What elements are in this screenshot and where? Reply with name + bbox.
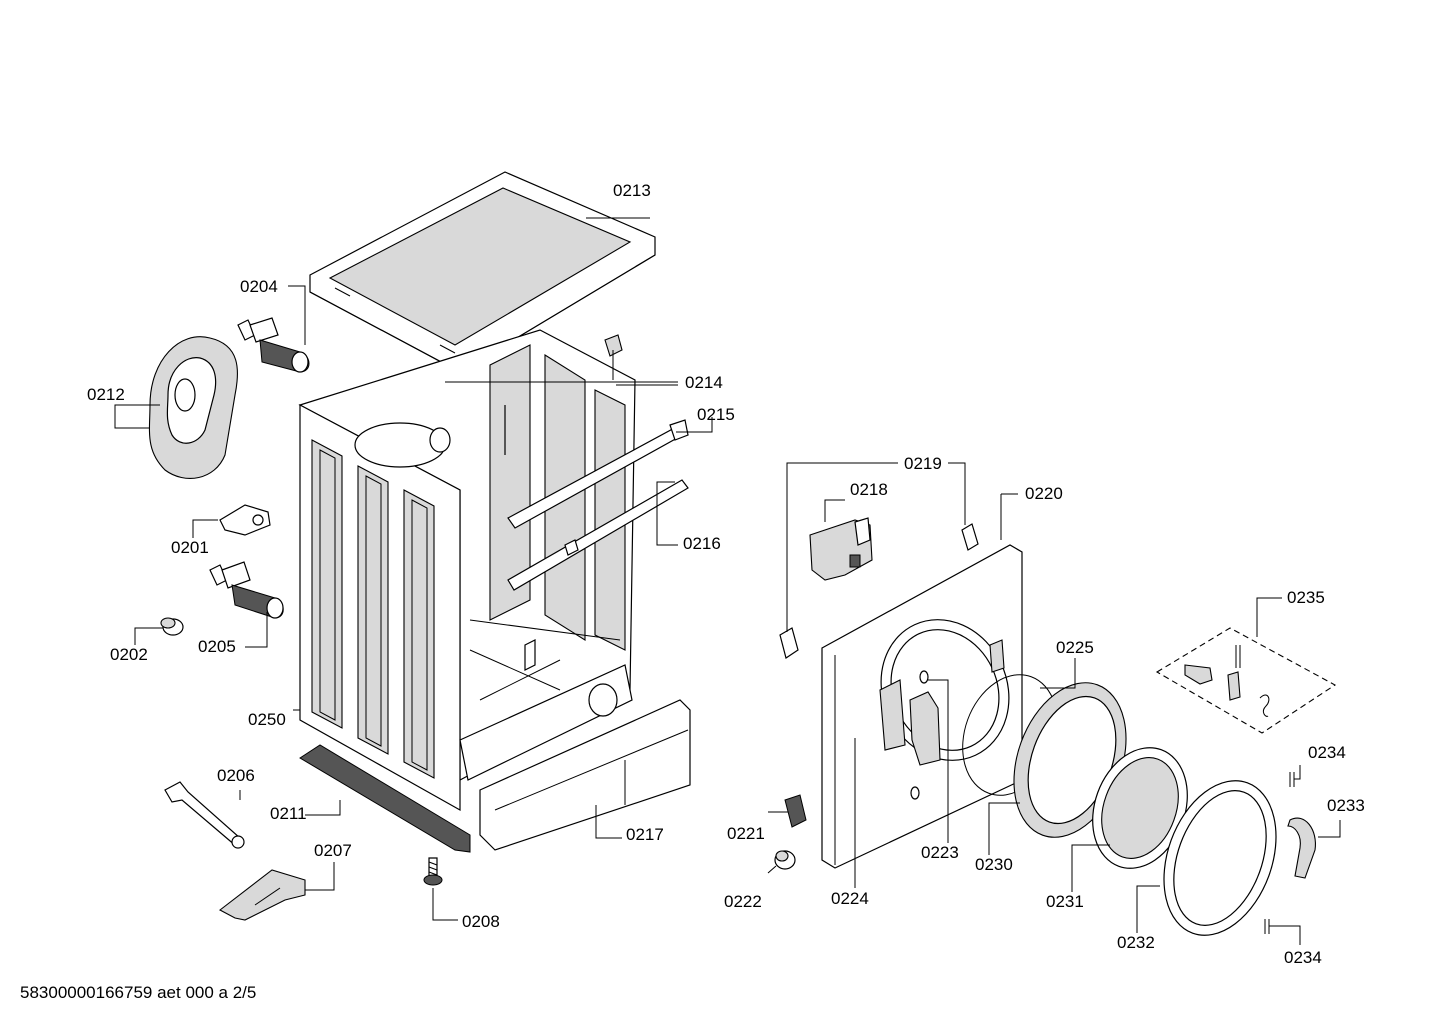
part-0212-back-cover (148, 336, 239, 479)
part-0217-plinth (479, 699, 691, 851)
part-0205-shock-absorber (209, 561, 284, 619)
label-0211: 0211 (270, 804, 307, 823)
label-0205: 0205 (198, 637, 236, 656)
part-0232-outer-ring (1163, 780, 1277, 936)
label-0207: 0207 (314, 841, 352, 860)
label-0225: 0225 (1056, 638, 1094, 657)
part-0207-bracket (218, 869, 306, 921)
label-0213: 0213 (613, 181, 651, 200)
part-0211-base-plate (299, 744, 471, 853)
label-0204: 0204 (240, 277, 278, 296)
document-footer-id: 58300000166759 aet 000 a 2/5 (20, 983, 257, 1002)
label-0212: 0212 (87, 385, 125, 404)
part-0208-screw (423, 857, 443, 886)
label-0233: 0233 (1327, 796, 1365, 815)
label-0214: 0214 (685, 373, 723, 392)
part-0214-hook (604, 334, 623, 380)
part-0224-hinge (909, 691, 941, 766)
label-0250: 0250 (248, 710, 286, 729)
part-0218-door-lock (809, 517, 873, 581)
part-0204-shock-absorber (237, 317, 310, 373)
part-0216-rail (507, 479, 689, 591)
part-0202-cap (160, 617, 184, 636)
label-0235: 0235 (1287, 588, 1325, 607)
part-0221-switch (784, 794, 807, 828)
label-0220: 0220 (1025, 484, 1063, 503)
label-0232: 0232 (1117, 933, 1155, 952)
label-0217: 0217 (626, 825, 664, 844)
label-0234-upper: 0234 (1308, 743, 1346, 762)
part-0235-kit (1155, 627, 1337, 734)
part-0223-pin (910, 670, 929, 800)
label-0208: 0208 (462, 912, 500, 931)
label-0222: 0222 (724, 892, 762, 911)
label-0230: 0230 (975, 855, 1013, 874)
part-0213-top-cover (309, 171, 656, 373)
label-0231: 0231 (1046, 892, 1084, 911)
label-0221: 0221 (727, 824, 765, 843)
label-0216: 0216 (683, 534, 721, 553)
label-0224: 0224 (831, 889, 869, 908)
part-0231-door-glass (1092, 747, 1188, 869)
part-0233-handle (1287, 817, 1316, 879)
part-0219-clip (779, 523, 979, 659)
part-0222-cap (774, 850, 796, 870)
part-0206-wrench (164, 781, 245, 849)
label-0218: 0218 (850, 480, 888, 499)
part-0250-cabinet (298, 329, 636, 812)
label-0202: 0202 (110, 645, 148, 664)
label-0206: 0206 (217, 766, 255, 785)
label-0219: 0219 (904, 454, 942, 473)
label-0234-lower: 0234 (1284, 948, 1322, 967)
part-0201-clip (219, 504, 271, 536)
label-0223: 0223 (921, 843, 959, 862)
label-0215: 0215 (697, 405, 735, 424)
leader-lines (114, 217, 1341, 945)
label-0201: 0201 (171, 538, 209, 557)
